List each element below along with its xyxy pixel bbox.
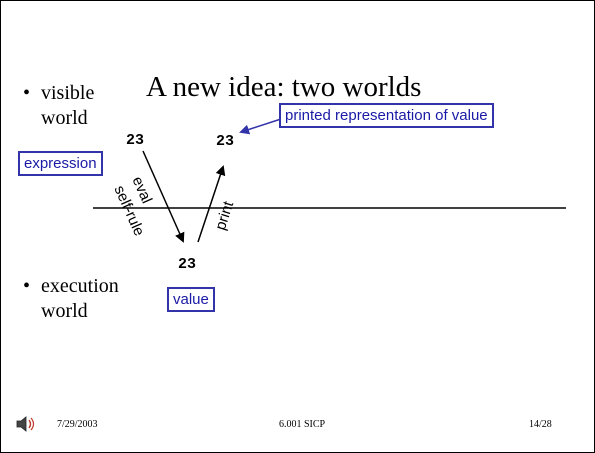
bullet-visible-line1: visible — [41, 82, 95, 104]
slide-title: A new idea: two worlds — [146, 71, 422, 103]
bullet-execution-world: • execution world — [23, 274, 119, 324]
value-label: value — [167, 287, 215, 312]
computed-number: 23 — [178, 256, 197, 273]
footer-date: 7/29/2003 — [57, 419, 98, 430]
footer-course: 6.001 SICP — [279, 419, 326, 430]
eval-arrow — [142, 150, 185, 243]
bullet-execution-line1: execution — [41, 275, 119, 297]
printed-representation-label: printed representation of value — [279, 103, 494, 128]
expression-number: 23 — [126, 132, 145, 149]
expression-label: expression — [18, 151, 103, 176]
bullet-visible-world: • visible world — [23, 81, 95, 131]
footer-page-number: 14/28 — [529, 419, 552, 430]
bullet-marker: • — [23, 275, 31, 297]
bullet-marker: • — [23, 82, 31, 104]
speaker-icon[interactable] — [15, 415, 37, 433]
printed-number: 23 — [216, 133, 235, 150]
bullet-visible-line2: world — [41, 107, 88, 129]
pointer-arrow — [239, 118, 282, 135]
bullet-execution-line2: world — [41, 300, 88, 322]
print-arrow — [197, 165, 226, 243]
